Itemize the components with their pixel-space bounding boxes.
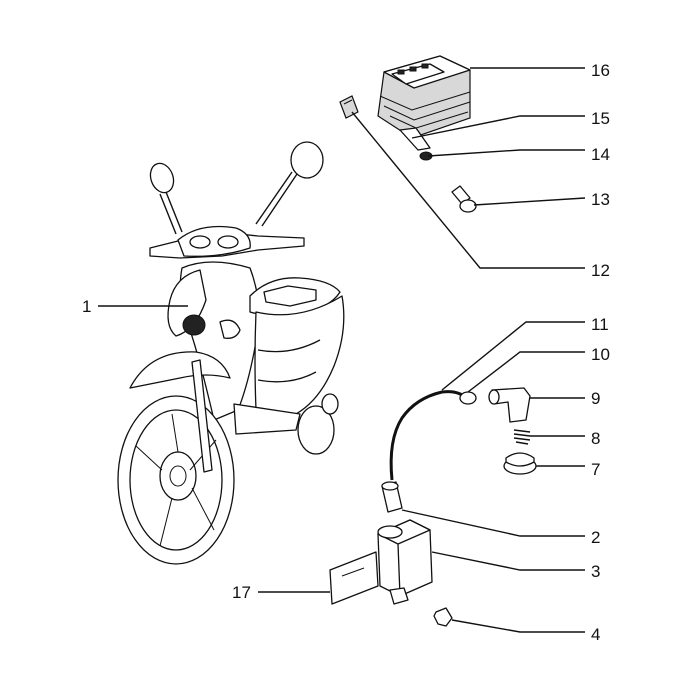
cable-highlight [393, 393, 445, 481]
part-17-coil-bracket [329, 551, 379, 605]
part-13-screw [451, 185, 477, 213]
part-16-voltage-regulator [377, 55, 471, 139]
label-13: 13 [591, 190, 610, 209]
leader-lines [98, 67, 586, 633]
floorboard [233, 403, 301, 435]
part-3-ignition-coil [377, 519, 433, 605]
label-9: 9 [591, 389, 600, 408]
part-numbers: 1 16 15 14 13 12 11 10 9 8 7 2 3 4 17 [82, 61, 610, 644]
part-10-cap-seal [459, 391, 477, 405]
part-9-spark-plug-cap [488, 387, 531, 423]
rear-wheel [297, 405, 335, 455]
part-8-spring [513, 429, 531, 445]
label-16: 16 [591, 61, 610, 80]
label-4: 4 [591, 625, 600, 644]
label-3: 3 [591, 562, 600, 581]
label-2: 2 [591, 528, 600, 547]
part-4-nut [433, 607, 453, 627]
label-1: 1 [82, 297, 91, 316]
label-14: 14 [591, 145, 610, 164]
front-fork [191, 359, 213, 473]
part-7-grommet [503, 452, 537, 475]
rear-body [254, 295, 345, 417]
label-15: 15 [591, 109, 610, 128]
label-10: 10 [591, 345, 610, 364]
instrument-cluster [177, 225, 251, 257]
label-12: 12 [591, 261, 610, 280]
part-15-bracket [399, 127, 431, 151]
front-mudguard [129, 351, 231, 389]
label-17: 17 [232, 583, 251, 602]
mirror-right [255, 141, 324, 227]
label-11: 11 [591, 315, 609, 334]
headlight [182, 314, 206, 336]
label-7: 7 [591, 460, 600, 479]
front-wheel [117, 395, 235, 565]
part-11-ht-cable [389, 390, 468, 481]
part-2-cap-cover [381, 481, 403, 513]
mirror-left [149, 162, 183, 235]
part-12-clip [339, 95, 359, 119]
scooter-illustration [117, 141, 345, 565]
label-8: 8 [591, 429, 600, 448]
